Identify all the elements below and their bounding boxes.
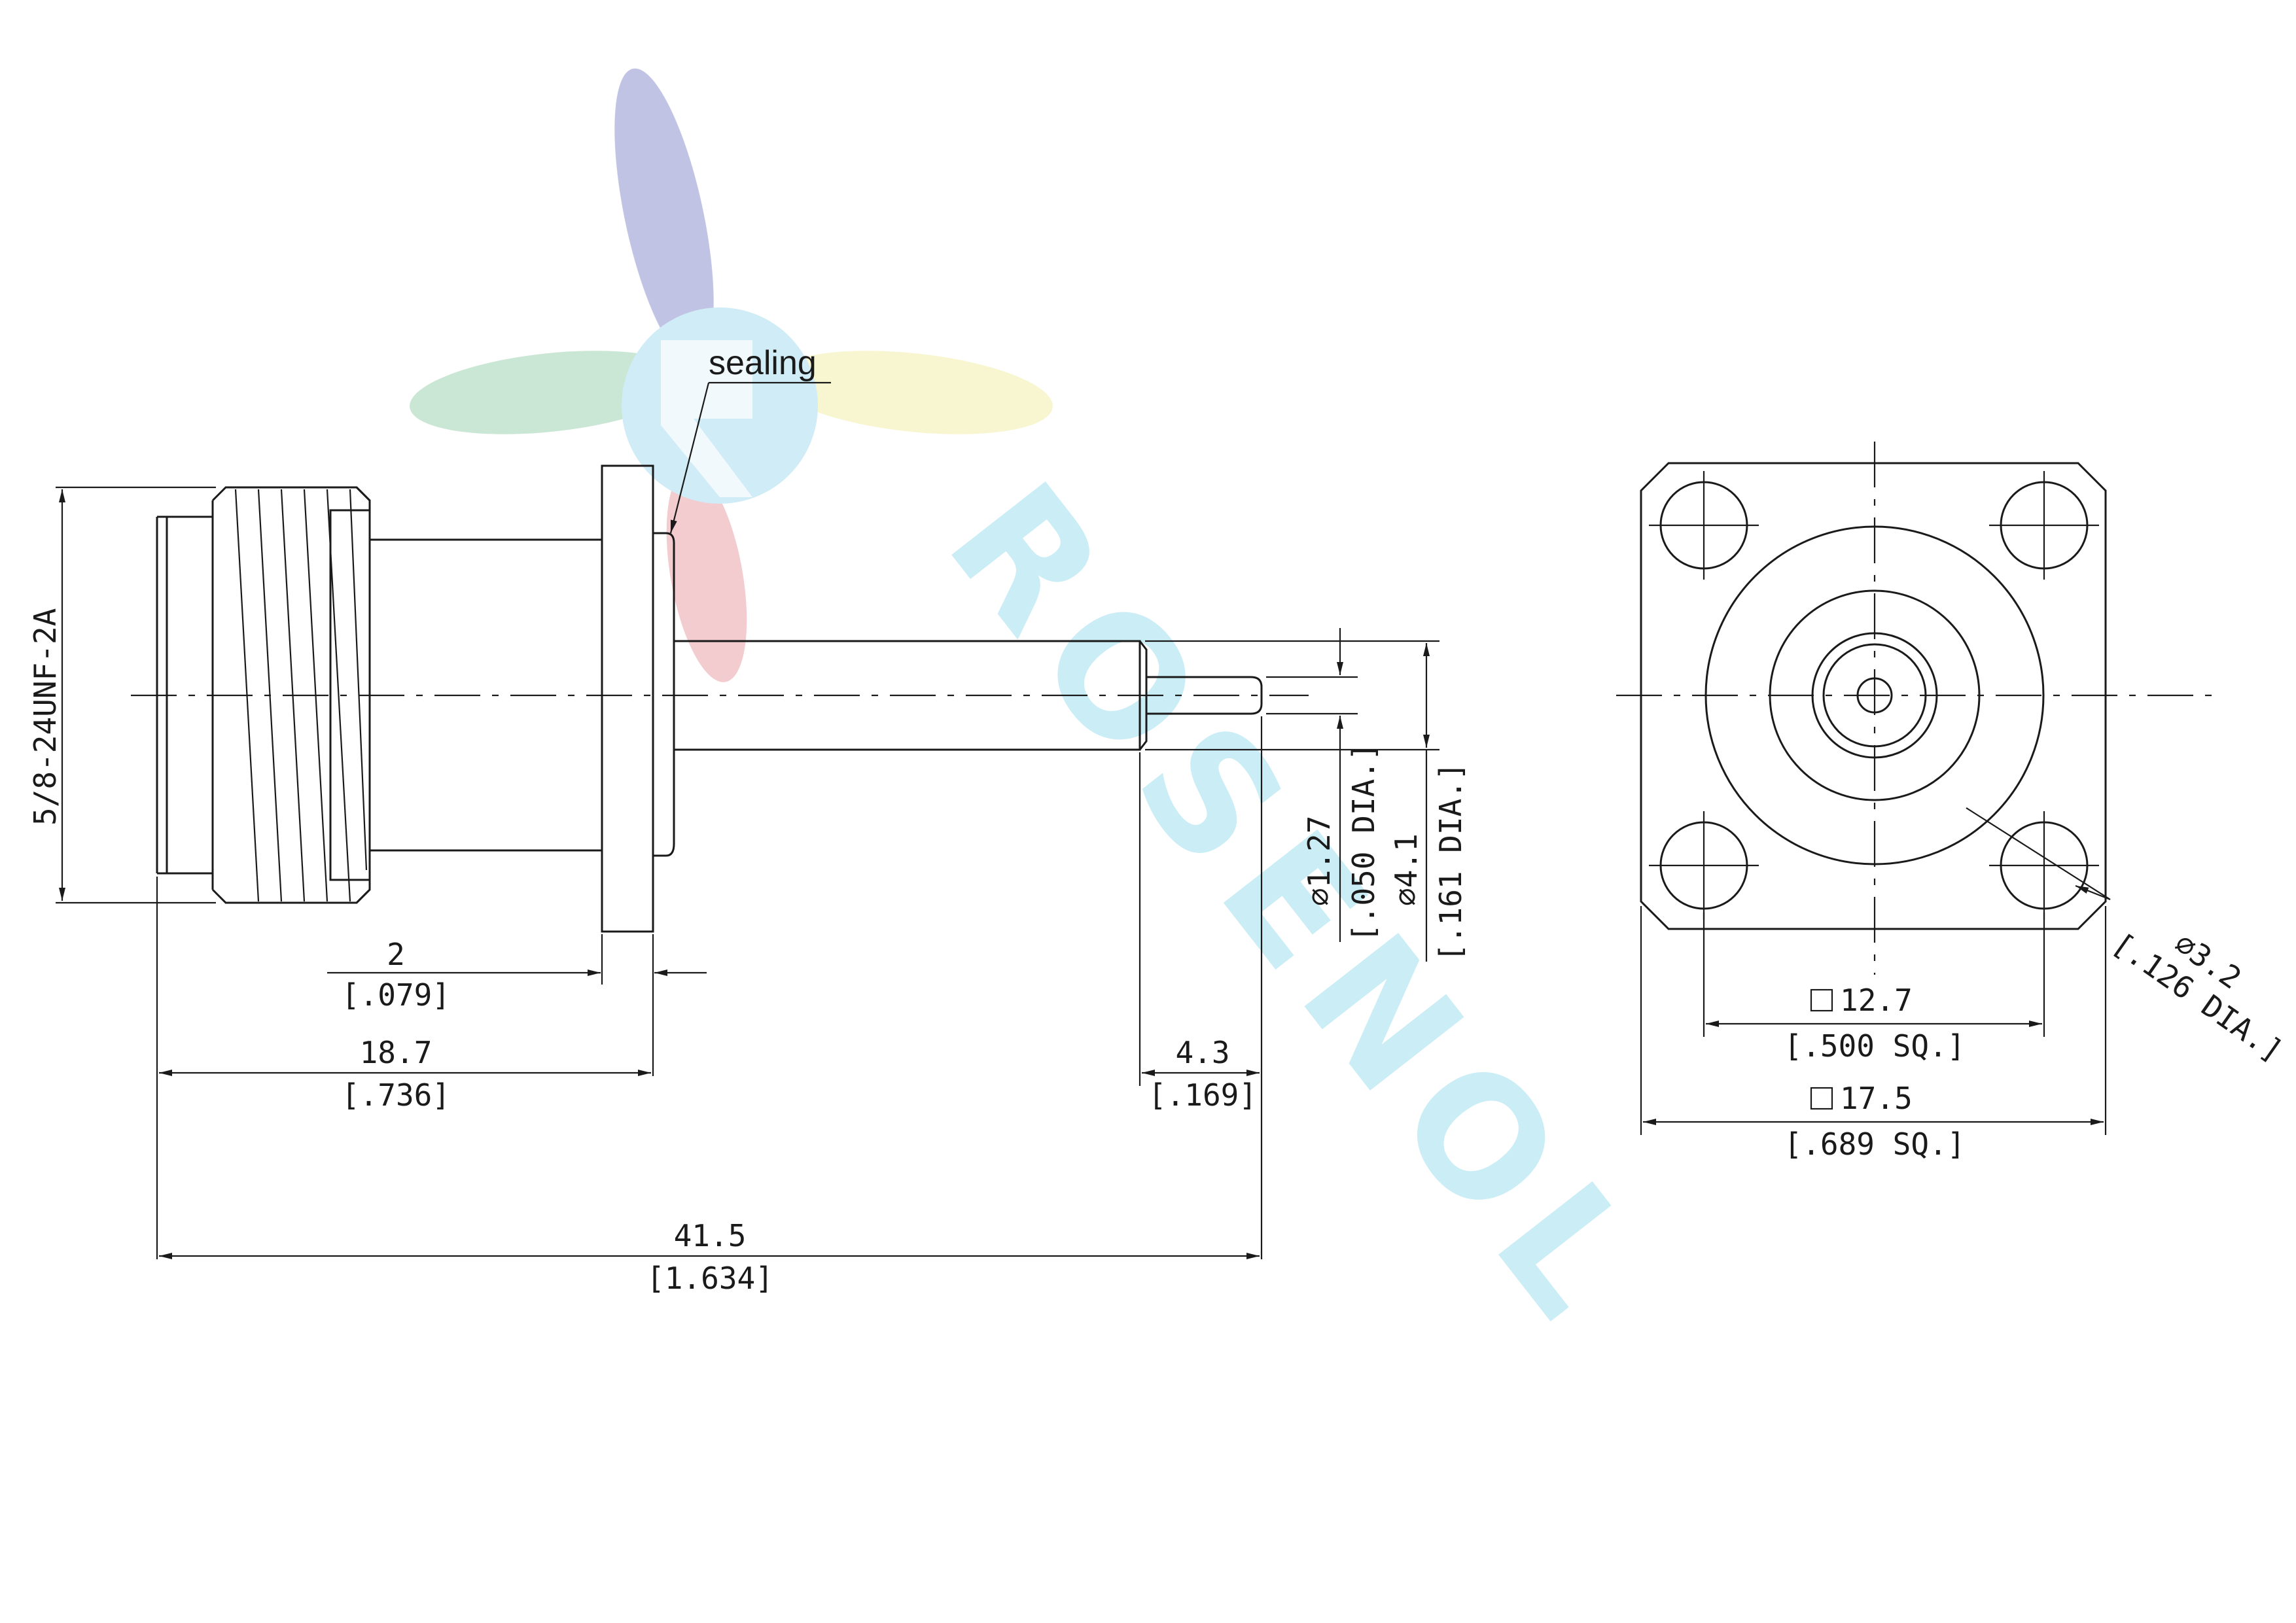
dim-pin-len-mm: 4.3 bbox=[1175, 1035, 1229, 1070]
front-view bbox=[1640, 462, 2107, 930]
watermark-text: ROSENOL bbox=[912, 449, 1686, 1364]
logo-petal-right bbox=[773, 351, 1053, 434]
insulator-circle-inner bbox=[1822, 643, 1927, 748]
dim-flange-size-mm: 17.5 bbox=[1840, 1081, 1913, 1116]
dim-shank-dia-in: [.161 DIA.] bbox=[1433, 762, 1468, 962]
mount-hole-tr bbox=[1989, 471, 2099, 580]
square-symbol-icon bbox=[1810, 988, 1833, 1012]
dim-shank-dia-mm: ⌀4.1 bbox=[1388, 833, 1424, 906]
square-flange bbox=[1640, 462, 2107, 930]
watermark-logo bbox=[410, 68, 1053, 682]
thread-spec-label: 5/8-24UNF-2A bbox=[27, 608, 63, 826]
logo-letter-r bbox=[661, 340, 752, 497]
sealing-ring bbox=[653, 532, 675, 857]
logo-petal-top bbox=[614, 68, 714, 364]
dim-flange-thk-in: [.079] bbox=[342, 977, 450, 1013]
dim-pin-dia-mm: ⌀1.27 bbox=[1301, 816, 1337, 906]
mount-hole-tl bbox=[1649, 471, 1759, 580]
pin-circle bbox=[1856, 677, 1893, 714]
dim-flange-size-in: [.689 SQ.] bbox=[1784, 1126, 1966, 1162]
connector-body bbox=[368, 538, 603, 852]
sealing-leader bbox=[669, 382, 710, 534]
flange-plate bbox=[601, 464, 654, 933]
shank bbox=[673, 640, 1141, 751]
dim-overall-len-mm: 41.5 bbox=[674, 1218, 747, 1253]
square-symbol-icon bbox=[1810, 1087, 1833, 1110]
outer-body-circle bbox=[1704, 525, 2045, 865]
contact-pin bbox=[1146, 676, 1263, 715]
side-view bbox=[156, 464, 1263, 933]
dim-hole-spacing-in: [.500 SQ.] bbox=[1784, 1028, 1966, 1064]
dim-body-len-mm: 18.7 bbox=[360, 1035, 433, 1070]
mount-hole-br bbox=[1989, 811, 2099, 920]
threaded-head bbox=[156, 486, 371, 904]
dim-pin-dia-in: [.050 DIA.] bbox=[1346, 742, 1381, 942]
dim-body-len-in: [.736] bbox=[342, 1077, 450, 1113]
sealing-label: sealing bbox=[709, 344, 817, 382]
dim-hole-spacing-mm: 12.7 bbox=[1840, 983, 1913, 1018]
dim-flange-thk-mm: 2 bbox=[387, 937, 405, 972]
thread-circle bbox=[1769, 589, 1981, 801]
logo-petal-left bbox=[410, 351, 690, 434]
mount-hole-bl bbox=[1649, 811, 1759, 920]
logo-petal-bottom bbox=[666, 469, 747, 682]
logo-center bbox=[622, 307, 818, 504]
dim-pin-len-in: [.169] bbox=[1148, 1077, 1257, 1113]
insulator-circle-outer bbox=[1811, 632, 1938, 759]
dim-overall-len-in: [1.634] bbox=[646, 1261, 773, 1296]
